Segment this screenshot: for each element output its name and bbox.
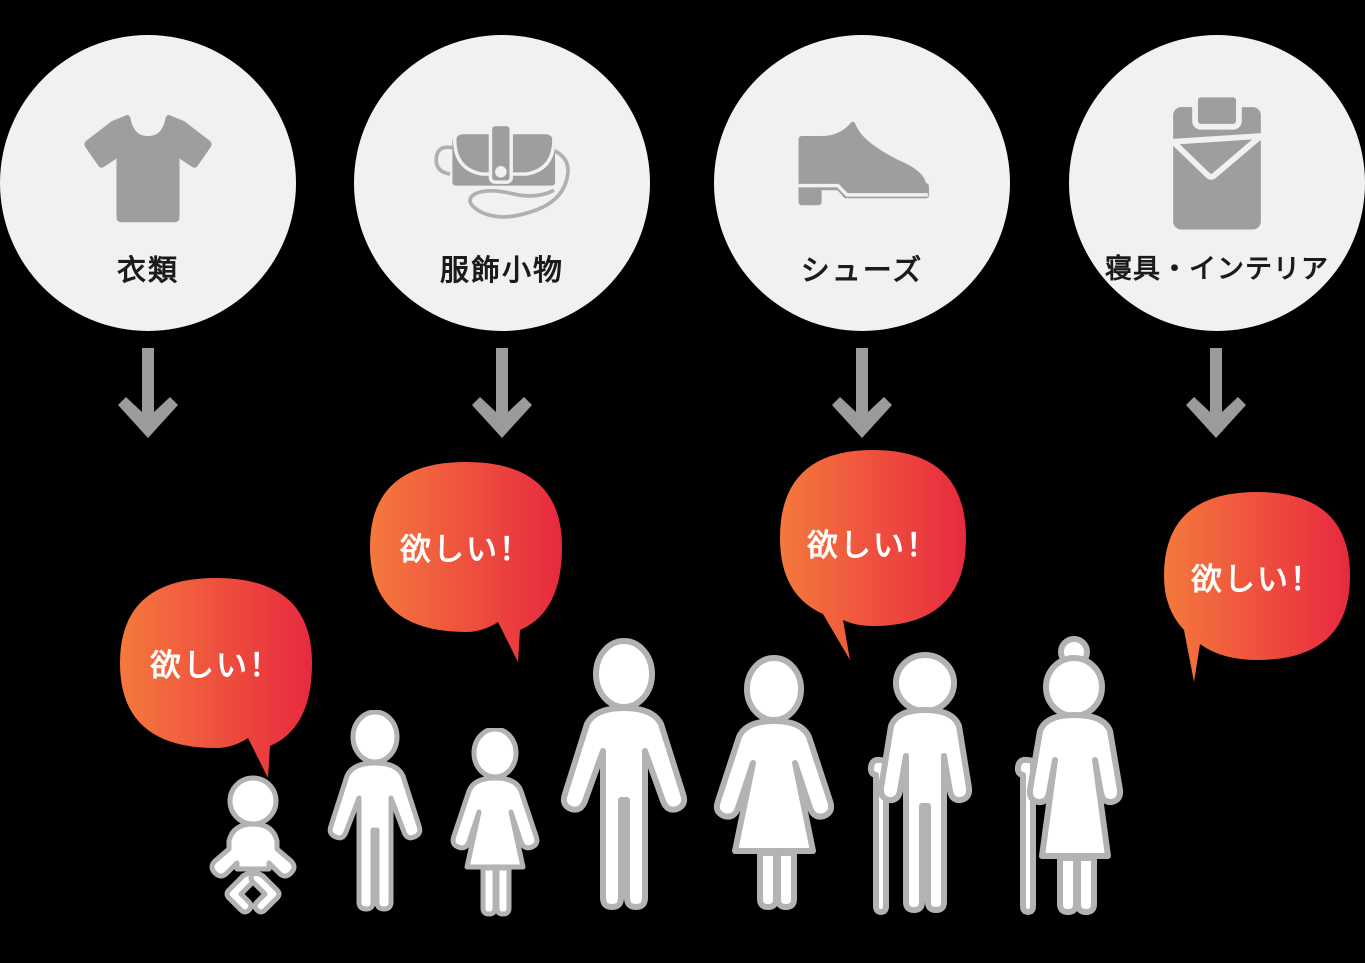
speech-bubble-shape [780,450,966,660]
person-girl [445,728,545,918]
speech-bubble-senior[interactable]: 欲しい！ [1164,492,1350,692]
person-boy [325,710,425,915]
speech-bubble-shape [370,462,562,662]
girl-figure [450,728,540,917]
person-elderly-man [855,650,990,918]
category-circle-bedding[interactable]: 寝具・インテリア [1069,35,1365,331]
handbag-icon [434,122,570,219]
speech-bubble-child[interactable]: 欲しい！ [370,462,562,662]
person-adult-man [560,638,688,916]
tshirt-icon [84,115,212,223]
arrow-down-bedding [1186,348,1246,438]
person-baby [205,775,301,915]
woman-figure [713,655,835,910]
speech-bubble-shape [1164,492,1350,682]
category-label-bedding: 寝具・インテリア [1105,254,1329,285]
category-circle-shoes[interactable]: シューズ [714,35,1010,331]
speech-bubble-shape [120,578,312,778]
dress-shoe-icon [798,121,929,206]
speech-bubble-adult[interactable]: 欲しい！ [780,450,966,660]
category-circle-clothing[interactable]: 衣類 [0,35,296,331]
arrow-down-accessory [472,348,532,438]
boy-figure [327,710,423,912]
baby-figure [209,775,297,915]
arrow-down-clothing [118,348,178,438]
speech-bubble-baby[interactable]: 欲しい！ [120,578,312,778]
category-label-clothing: 衣類 [116,253,179,287]
person-adult-woman [710,655,838,917]
bedding-icon [1170,91,1264,230]
category-circle-accessory[interactable]: 服飾小物 [354,35,650,331]
elderly-woman-figure [1014,636,1124,915]
arrow-down-shoes [832,348,892,438]
man-figure [560,638,688,910]
person-elderly-woman [1000,632,1140,920]
category-label-accessory: 服飾小物 [439,253,564,287]
category-label-shoes: シューズ [800,253,924,287]
elderly-man-figure [867,652,973,915]
